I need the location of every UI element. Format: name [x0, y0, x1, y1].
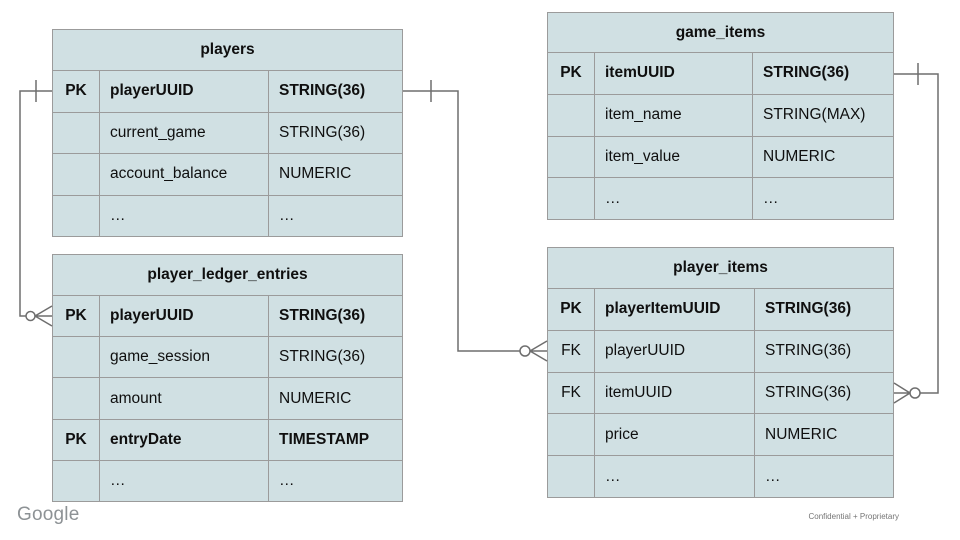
table-row: PK itemUUID STRING(36): [548, 53, 893, 94]
cell-column-name: …: [594, 178, 752, 219]
cell-key: PK: [65, 307, 87, 325]
cell-column-type: STRING(36): [754, 372, 893, 414]
cell-column-type: NUMERIC: [752, 136, 893, 178]
relationship-players-player-items: [403, 80, 548, 362]
cell-key: [548, 137, 594, 178]
cell-column-name: game_session: [99, 337, 268, 378]
google-logo: Google: [17, 504, 80, 525]
cell-column-type: NUMERIC: [268, 378, 402, 419]
entity-table-player-items: player_items PK playerItemUUID STRING(36…: [547, 247, 894, 498]
cell-column-name: price: [594, 414, 754, 456]
entity-table-players: players PK playerUUID STRING(36) current…: [52, 29, 403, 237]
table-row: … …: [548, 177, 893, 219]
cell-column-type: STRING(36): [268, 296, 402, 337]
table-row: … …: [53, 194, 402, 237]
relationship-players-player-ledger-entries: [19, 80, 53, 327]
table-row: item_name STRING(MAX): [548, 93, 893, 136]
cell-column-name: playerUUID: [99, 71, 268, 112]
cell-key: PK: [560, 300, 582, 318]
connector-line: [19, 90, 52, 317]
table-row: … …: [53, 459, 402, 502]
cell-key: [53, 378, 99, 418]
cell-column-name: itemUUID: [594, 372, 754, 414]
cell-column-type: STRING(36): [754, 330, 893, 372]
cell-key: [53, 113, 99, 154]
cardinality-zero-circle: [25, 310, 36, 322]
cell-column-name: account_balance: [99, 154, 268, 195]
cell-key: [548, 178, 594, 219]
relationship-game-items-player-items: [893, 63, 939, 404]
cell-key: FK: [561, 342, 581, 360]
table-row: account_balance NUMERIC: [53, 153, 402, 195]
table-row: amount NUMERIC: [53, 377, 402, 419]
table-row: FK playerUUID STRING(36): [548, 329, 893, 372]
cell-column-type: NUMERIC: [754, 414, 893, 456]
cell-column-type: …: [268, 195, 402, 236]
table-row: PK playerItemUUID STRING(36): [548, 289, 893, 330]
cell-column-type: NUMERIC: [268, 154, 402, 195]
cell-key: FK: [561, 383, 581, 401]
table-row: PK playerUUID STRING(36): [53, 71, 402, 112]
connector-line: [403, 90, 520, 352]
cell-column-type: STRING(36): [268, 71, 402, 112]
cell-column-name: itemUUID: [594, 53, 752, 94]
table-row: current_game STRING(36): [53, 111, 402, 154]
cell-column-name: current_game: [99, 112, 268, 153]
table-row: PK playerUUID STRING(36): [53, 296, 402, 337]
cell-column-name: playerItemUUID: [594, 289, 754, 330]
cardinality-zero-circle: [909, 387, 921, 399]
cell-key: [548, 95, 594, 136]
cell-column-name: playerUUID: [594, 330, 754, 372]
table-row: item_value NUMERIC: [548, 135, 893, 178]
table-row: game_session STRING(36): [53, 336, 402, 378]
entity-table-game-items: game_items PK itemUUID STRING(36) item_n…: [547, 12, 894, 220]
table-title: player_items: [548, 248, 893, 289]
table-row: … …: [548, 455, 893, 497]
cell-key: [53, 461, 99, 501]
cell-column-name: amount: [99, 378, 268, 419]
cell-column-type: STRING(36): [752, 53, 893, 94]
crow-foot-many-icon: [34, 305, 53, 327]
cell-column-type: …: [268, 460, 402, 502]
cell-column-type: STRING(MAX): [752, 94, 893, 136]
cell-key: PK: [65, 430, 87, 448]
cell-column-type: STRING(36): [268, 112, 402, 153]
cell-key: [53, 196, 99, 237]
cell-column-name: item_name: [594, 94, 752, 136]
entity-table-player-ledger-entries: player_ledger_entries PK playerUUID STRI…: [52, 254, 403, 502]
cell-column-type: …: [754, 456, 893, 497]
cell-key: PK: [65, 82, 87, 100]
cell-key: [53, 154, 99, 195]
cell-key: [548, 414, 594, 455]
cell-column-name: …: [99, 195, 268, 236]
cell-column-name: …: [99, 460, 268, 502]
table-row: PK entryDate TIMESTAMP: [53, 418, 402, 460]
cell-column-type: TIMESTAMP: [268, 419, 402, 460]
cell-column-type: STRING(36): [754, 289, 893, 330]
cell-column-type: …: [752, 178, 893, 219]
table-title: game_items: [548, 13, 893, 53]
cell-column-type: STRING(36): [268, 337, 402, 378]
cell-column-name: …: [594, 456, 754, 497]
cell-key: PK: [560, 64, 582, 82]
connector-line: [894, 73, 939, 394]
cell-column-name: playerUUID: [99, 296, 268, 337]
crow-foot-many-icon: [893, 382, 911, 404]
table-title: player_ledger_entries: [53, 255, 402, 296]
cell-key: [53, 337, 99, 377]
cell-column-name: entryDate: [99, 419, 268, 460]
crow-foot-many-icon: [529, 340, 548, 362]
cardinality-zero-circle: [519, 345, 531, 357]
cell-column-name: item_value: [594, 136, 752, 178]
table-title: players: [53, 30, 402, 71]
table-row: FK itemUUID STRING(36): [548, 371, 893, 414]
cell-key: [548, 456, 594, 497]
confidentiality-note: Confidential + Proprietary: [808, 512, 900, 521]
table-row: price NUMERIC: [548, 413, 893, 456]
